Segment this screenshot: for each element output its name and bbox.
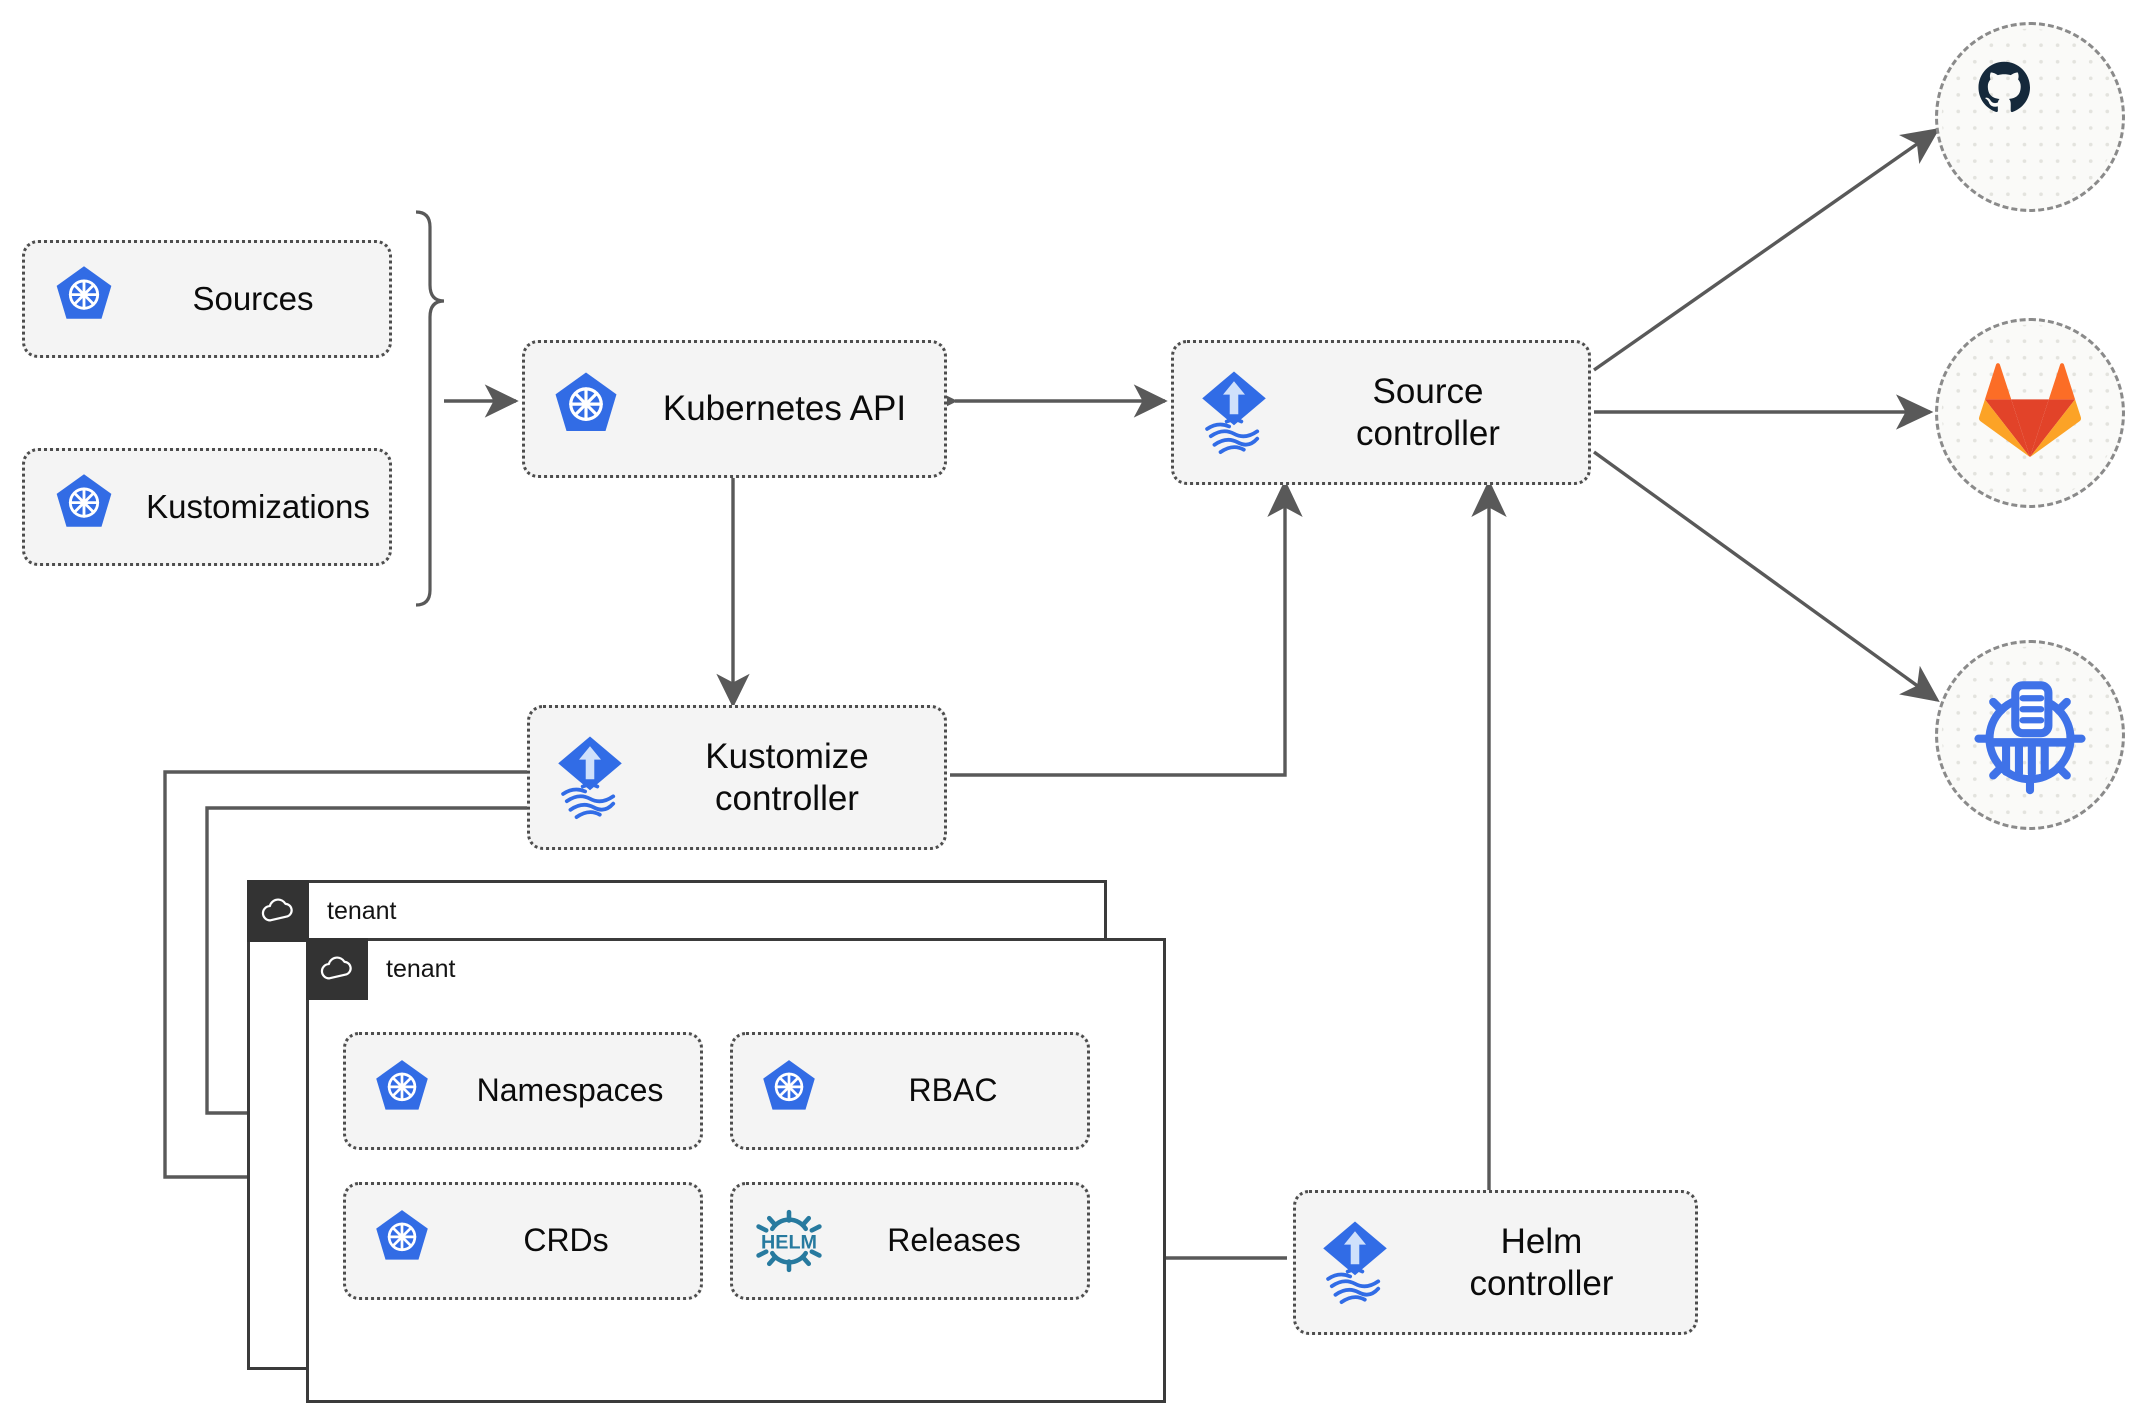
gitlab-icon [1941,324,2119,502]
node-kustomizations[interactable]: Kustomizations [22,448,392,566]
kubernetes-icon [346,1208,458,1274]
flux-icon [1174,369,1294,457]
node-crds[interactable]: CRDs [343,1182,703,1300]
helm-repository-icon [1941,646,2119,824]
github-icon [1941,28,2119,206]
node-namespaces[interactable]: Namespaces [343,1032,703,1150]
kubernetes-icon [733,1058,845,1124]
kubernetes-icon [25,472,143,542]
node-label: RBAC [908,1072,998,1109]
endpoint-gitlab[interactable] [1935,318,2125,508]
node-label: Kustomizations [146,487,370,525]
node-label: Kustomize controller [705,737,869,818]
node-label: Source controller [1356,372,1500,453]
flux-icon [1296,1219,1414,1307]
node-kustomize-controller[interactable]: Kustomize controller [527,705,947,850]
tenant-tab: tenant [247,880,397,942]
kubernetes-icon [25,264,143,334]
helm-icon: HELM [733,1203,845,1279]
svg-text:HELM: HELM [761,1232,817,1254]
node-sources[interactable]: Sources [22,240,392,358]
node-label: CRDs [523,1222,609,1259]
node-helm-controller[interactable]: Helm controller [1293,1190,1698,1335]
node-label: Helm controller [1469,1222,1614,1303]
endpoint-bucket[interactable] [1935,640,2125,830]
node-kubernetes-api[interactable]: Kubernetes API [522,340,947,478]
cloud-icon [247,880,309,942]
endpoint-github[interactable] [1935,22,2125,212]
node-label: Kubernetes API [662,389,907,429]
tenant-label: tenant [386,954,456,983]
kubernetes-icon [525,370,647,448]
kubernetes-icon [346,1058,458,1124]
tenant-label: tenant [327,896,397,925]
node-label: Namespaces [476,1072,664,1109]
node-rbac[interactable]: RBAC [730,1032,1090,1150]
tenant-container-front: tenant [306,938,1166,1403]
node-label: Sources [192,279,314,317]
tenant-tab: tenant [306,938,456,1000]
node-label: Releases [887,1222,1021,1259]
flux-icon [530,734,650,822]
node-source-controller[interactable]: Source controller [1171,340,1591,485]
cloud-icon [306,938,368,1000]
node-releases[interactable]: HELM Releases [730,1182,1090,1300]
